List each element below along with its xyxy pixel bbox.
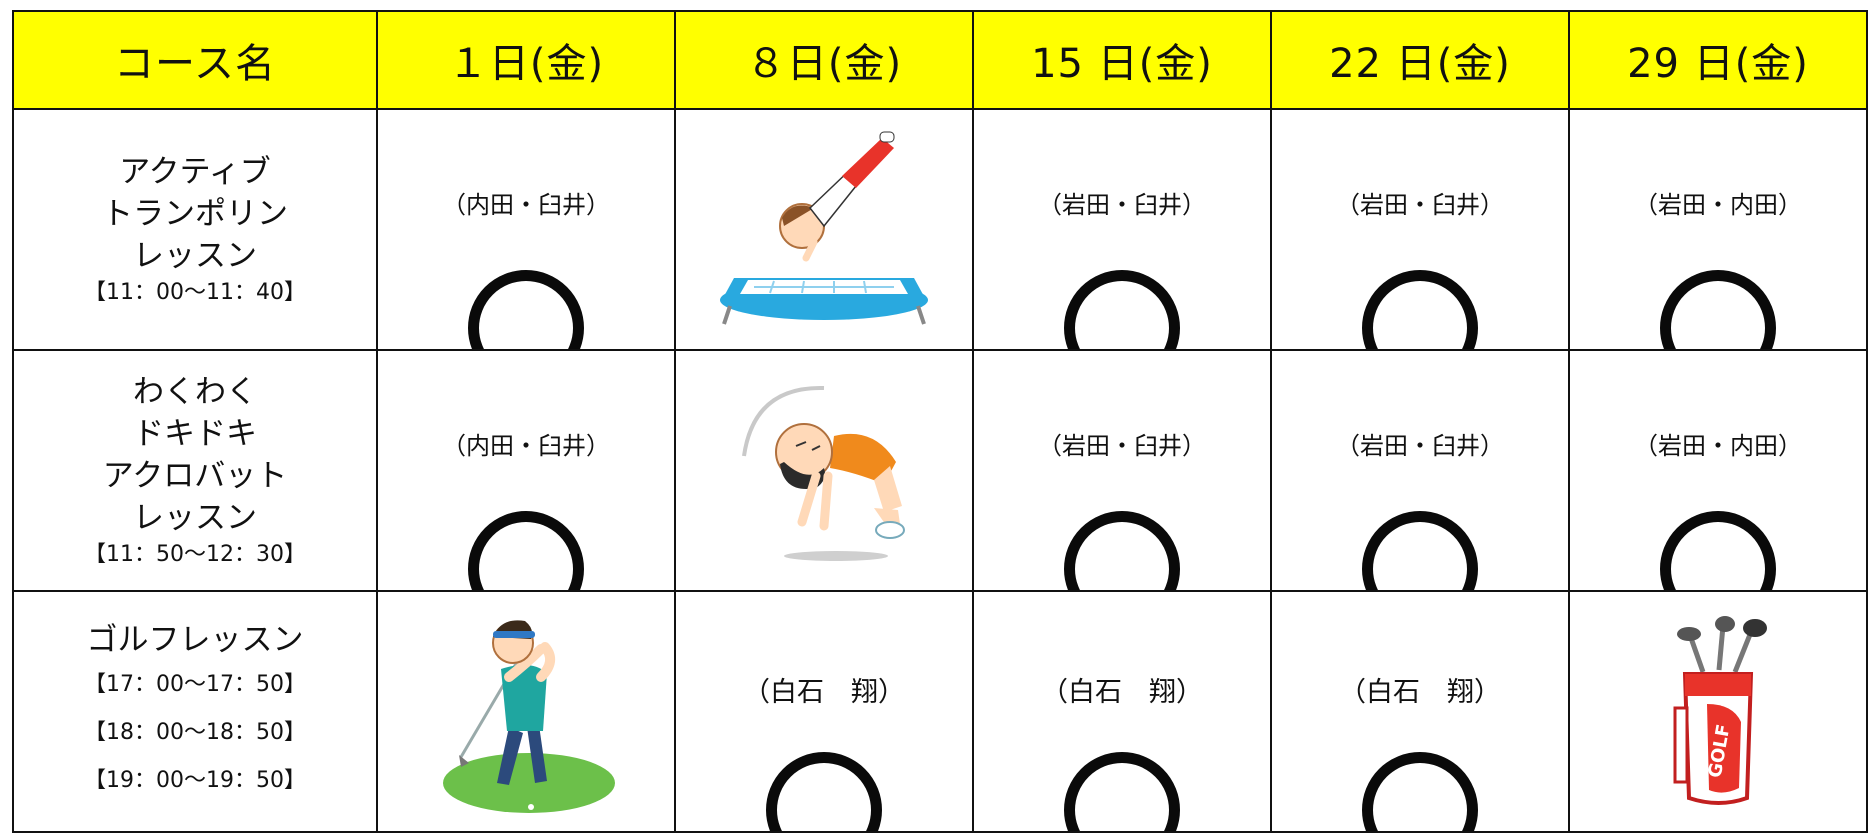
available-circle-icon [766,751,883,830]
golfer-illustration-icon [443,619,616,813]
course-name-line: トランポリン [102,195,289,232]
schedule-cell: （白石 翔） [1270,590,1570,833]
schedule-cell: （岩田・内田） [1567,108,1868,351]
header-course-name: コース名 [11,10,379,110]
instructor-names: （岩田・臼井） [1038,431,1206,460]
schedule-cell: （岩田・臼井） [972,108,1272,351]
instructor-names: （内田・臼井） [442,431,611,460]
course-time: 【17：00～17：50】 [84,671,307,697]
course-name-line: アクロバット [102,457,288,494]
schedule-cell [376,590,677,833]
table-row: ゴルフレッスン 【17：00～17：50】 【18：00～18：50】 【19：… [11,590,1868,833]
schedule-cell [674,349,975,592]
course-time: 【18：00～18：50】 [84,719,307,745]
available-circle-icon [1064,269,1180,348]
trampoline-illustration-icon [720,131,929,325]
schedule-cell: （白石 翔） [674,590,975,833]
course-time: 【11：50～12：30】 [84,541,307,567]
header-day-29: 29 日(金) [1567,10,1868,110]
schedule-table: コース名 １日(金) ８日(金) 15 日(金) 22 日(金) 29 日(金)… [11,10,1868,833]
course-cell: ゴルフレッスン 【17：00～17：50】 【18：00～18：50】 【19：… [11,590,379,833]
instructor-names: （岩田・内田） [1633,190,1802,219]
schedule-cell: GOLF [1567,590,1868,833]
course-name-line: レッスン [133,237,258,274]
instructor-names: （白石 翔） [1041,676,1203,708]
available-circle-icon [1361,510,1478,589]
available-circle-icon [1361,751,1478,830]
course-cell: アクティブ トランポリン レッスン 【11：00～11：40】 [11,108,379,351]
available-circle-icon [1361,269,1478,348]
instructor-names: （白石 翔） [1338,676,1501,708]
course-name-line: ゴルフレッスン [86,621,304,658]
available-circle-icon [1064,510,1180,589]
table-row: アクティブ トランポリン レッスン 【11：00～11：40】 （内田・臼井） [11,108,1868,351]
schedule-cell [674,108,975,351]
golf-bag-illustration-icon: GOLF [1673,615,1767,805]
course-name-line: ドキドキ [133,415,258,452]
schedule-cell: （内田・臼井） [376,108,677,351]
instructor-names: （岩田・臼井） [1038,190,1206,219]
header-day-1: １日(金) [376,10,677,110]
course-name-line: レッスン [133,499,258,536]
schedule-cell: （岩田・内田） [1567,349,1868,592]
available-circle-icon [1659,510,1776,589]
available-circle-icon [1659,269,1776,348]
header-day-22: 22 日(金) [1270,10,1570,110]
course-time: 【11：00～11：40】 [84,279,307,305]
header-row: コース名 １日(金) ８日(金) 15 日(金) 22 日(金) 29 日(金) [11,10,1868,110]
schedule-cell: （白石 翔） [972,590,1272,833]
header-day-8: ８日(金) [674,10,975,110]
backflip-illustration-icon [742,385,906,561]
course-name-line: アクティブ [119,153,271,190]
instructor-names: （白石 翔） [743,676,906,708]
schedule-cell: （岩田・臼井） [1270,108,1570,351]
instructor-names: （岩田・臼井） [1335,190,1504,219]
table-row: わくわく ドキドキ アクロバット レッスン 【11：50～12：30】 （内田・… [11,349,1868,592]
instructor-names: （岩田・臼井） [1335,431,1504,460]
header-day-15: 15 日(金) [972,10,1272,110]
course-cell: わくわく ドキドキ アクロバット レッスン 【11：50～12：30】 [11,349,379,592]
schedule-cell: （内田・臼井） [376,349,677,592]
course-name-line: わくわく [133,373,258,410]
course-time: 【19：00～19：50】 [84,767,307,793]
schedule-cell: （岩田・臼井） [1270,349,1570,592]
available-circle-icon [468,269,585,348]
schedule-cell: （岩田・臼井） [972,349,1272,592]
available-circle-icon [1064,751,1180,830]
available-circle-icon [468,510,585,589]
instructor-names: （岩田・内田） [1633,431,1802,460]
schedule-sheet: コース名 １日(金) ８日(金) 15 日(金) 22 日(金) 29 日(金)… [11,10,1868,833]
instructor-names: （内田・臼井） [442,190,611,219]
